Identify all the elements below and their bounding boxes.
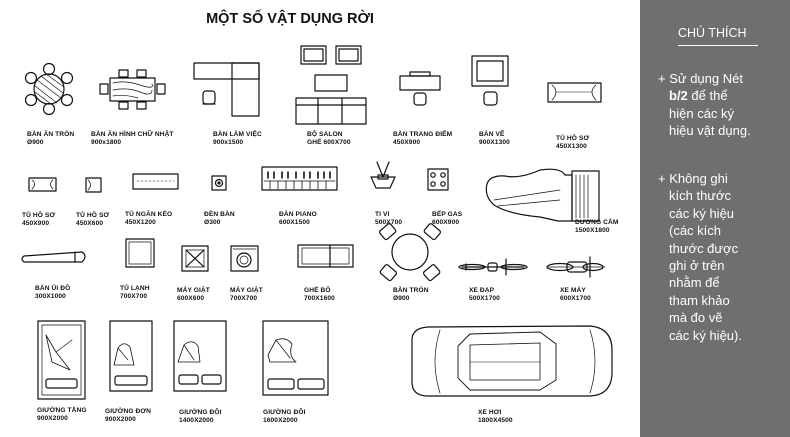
tv-symbol — [370, 161, 396, 189]
gas-stove-symbol — [427, 168, 449, 191]
note-line-weight: + Sử dụng Nét b/2 để thể hiện các ký hiệ… — [658, 70, 784, 140]
refrigerator-symbol — [125, 238, 155, 268]
note2-line: kích thước — [669, 188, 732, 204]
drawing-sheet: MỘT SỐ VẬT DỤNG RỜI — [21, 11, 619, 424]
round-dining-table-symbol — [24, 62, 74, 116]
note2-line: + Không ghi — [658, 171, 728, 186]
note2-line: tham khảo — [669, 292, 730, 308]
car-symbol — [411, 325, 613, 397]
file-cabinet-large-symbol — [547, 82, 602, 103]
file-cabinet-medium-symbol — [28, 177, 57, 192]
note1-bold: b/2 — [669, 88, 688, 104]
deck-chair-symbol — [297, 244, 354, 268]
double-bed-1600-symbol — [262, 320, 329, 396]
piano-symbol — [261, 166, 338, 191]
rect-dining-table-symbol — [99, 69, 166, 110]
note2-line: các ký hiệu). — [669, 327, 742, 343]
note2-line: nhằm để — [669, 275, 720, 291]
note-no-dimensions: + Không ghi kích thước các ký hiệu (các … — [658, 170, 784, 344]
note1-line: + Sử dụng Nét — [658, 71, 743, 86]
washing-machine-1-symbol — [181, 245, 209, 272]
drawer-cabinet-symbol — [132, 173, 179, 190]
note2-line: ghi ở trên — [669, 258, 725, 274]
desk-symbol — [193, 62, 260, 117]
drafting-table-symbol — [471, 55, 509, 106]
ironing-board-symbol — [21, 251, 86, 263]
grand-piano-symbol — [485, 168, 600, 222]
note1-line: hiệu vật dụng. — [669, 123, 751, 139]
sheet-title: MỘT SỐ VẬT DỤNG RỜI — [206, 11, 374, 27]
sofa-set-symbol — [295, 45, 367, 125]
note1-line: b/2 để thể — [658, 87, 784, 104]
note2-line: (các kích — [669, 223, 722, 239]
round-table-symbol — [378, 223, 442, 282]
motorbike-symbol — [546, 256, 606, 278]
notes-sidebar: CHÚ THÍCH + Sử dụng Nét b/2 để thể hiện … — [640, 0, 790, 437]
furniture-symbols — [21, 45, 613, 400]
notes-heading: CHÚ THÍCH — [678, 26, 747, 40]
note1-line: hiện các ký — [669, 105, 735, 121]
note1-after-bold: để thể — [687, 88, 728, 104]
bicycle-symbol — [458, 258, 528, 276]
double-bed-1400-symbol — [173, 320, 227, 392]
desk-lamp-symbol — [211, 175, 227, 191]
single-bed-symbol — [109, 320, 153, 392]
note2-line: thước được — [669, 240, 739, 256]
heading-underline — [678, 45, 758, 46]
dressing-table-symbol — [399, 71, 441, 106]
note2-line: các ký hiệu — [669, 205, 735, 221]
note2-line: mà đo vẽ — [669, 310, 723, 326]
bunk-bed-symbol — [37, 320, 86, 400]
washing-machine-2-symbol — [230, 245, 259, 272]
file-cabinet-small-symbol — [85, 177, 102, 193]
